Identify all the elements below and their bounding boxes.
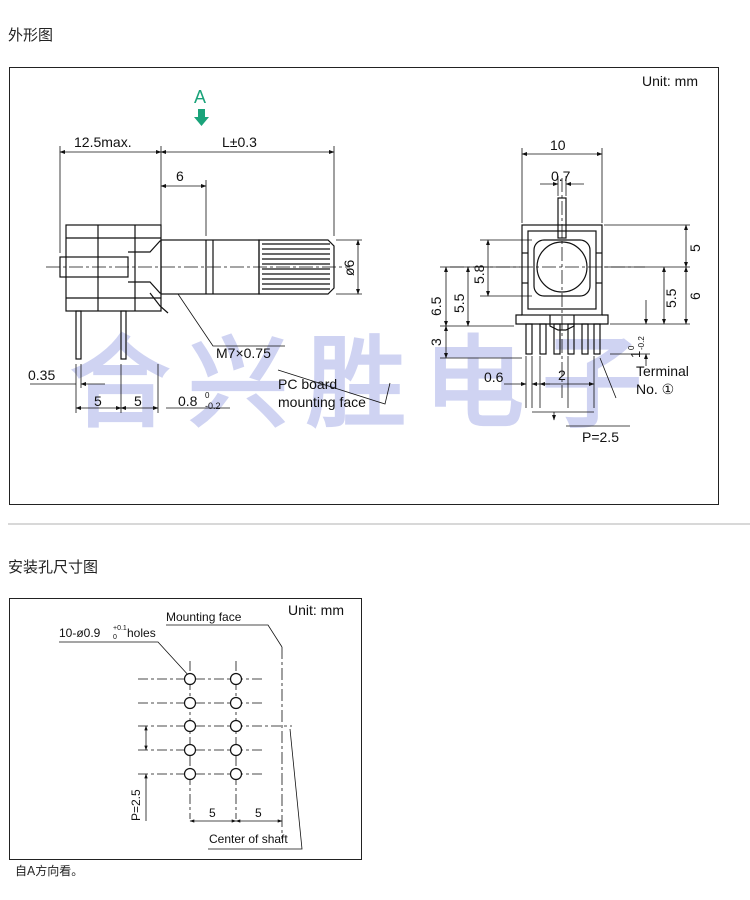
mounting-face-label: Mounting face bbox=[166, 610, 242, 624]
mounting-leaders bbox=[59, 624, 303, 850]
dim-2: 2 bbox=[558, 367, 566, 383]
terminal-label-line1: Terminal bbox=[636, 363, 689, 379]
dim-65: 6.5 bbox=[428, 296, 444, 316]
section-heading-outline: 外形图 bbox=[8, 26, 54, 44]
mounting-hole-drawing: Unit: mm Mounting face 10-ø0.9 +0.1 0 ho… bbox=[59, 602, 344, 850]
dim-six: 6 bbox=[176, 168, 184, 184]
mounting-pitch-label: P=2.5 bbox=[129, 789, 143, 821]
side-view bbox=[46, 224, 350, 360]
mounting-hole bbox=[183, 767, 197, 781]
mounting-hole bbox=[229, 743, 243, 757]
dim-shaft-length: L±0.3 bbox=[222, 134, 257, 150]
dim-5-right: 5 bbox=[687, 244, 703, 252]
mounting-hole bbox=[229, 672, 243, 686]
mounting-hole bbox=[183, 672, 197, 686]
pitch-label: P=2.5 bbox=[582, 429, 619, 445]
dim-body-length: 12.5max. bbox=[74, 134, 132, 150]
dim-pitch-b: 5 bbox=[134, 393, 142, 409]
dim-55-left: 5.5 bbox=[451, 293, 467, 313]
mounting-unit-label: Unit: mm bbox=[288, 602, 344, 618]
dim-shaft-dia: ø6 bbox=[341, 259, 357, 276]
center-of-shaft-label: Center of shaft bbox=[209, 832, 288, 846]
dim-6-right: 6 bbox=[687, 292, 703, 300]
outline-drawing: 合兴胜电子 Unit: mm A bbox=[28, 73, 703, 445]
dim-pitch-a: 5 bbox=[94, 393, 102, 409]
mounting-hole bbox=[229, 719, 243, 733]
dim-08-tol-upper: 0 bbox=[205, 391, 210, 400]
footnote: 自A方向看。 bbox=[15, 864, 84, 878]
dim-1: 1 bbox=[628, 351, 643, 358]
holes-tol-upper: +0.1 bbox=[113, 625, 127, 632]
front-view bbox=[450, 178, 645, 398]
holes-callout: 10-ø0.9 +0.1 0 holes bbox=[59, 625, 156, 641]
front-view-labels: 10 0.7 6.5 5.5 5.8 3 5 5.5 6 1 0 -0.2 0.… bbox=[428, 137, 703, 445]
unit-label: Unit: mm bbox=[642, 73, 698, 89]
outline-drawing-panel: 合兴胜电子 Unit: mm A bbox=[9, 67, 719, 505]
view-marker-label: A bbox=[194, 87, 206, 107]
dim-07: 0.7 bbox=[551, 168, 571, 184]
dim-035: 0.35 bbox=[28, 367, 55, 383]
mounting-hole bbox=[183, 719, 197, 733]
mounting-drawing-panel: Unit: mm Mounting face 10-ø0.9 +0.1 0 ho… bbox=[9, 598, 362, 860]
front-view-dimensions bbox=[440, 148, 690, 427]
dim-08: 0.8 bbox=[178, 393, 198, 409]
holes-suffix: holes bbox=[127, 626, 156, 640]
holes-prefix: 10-ø0.9 bbox=[59, 626, 101, 640]
pc-board-label-line2: mounting face bbox=[278, 394, 366, 410]
section-divider bbox=[8, 523, 750, 525]
dim-55-right: 5.5 bbox=[663, 288, 679, 308]
dim-08-tol-lower: -0.2 bbox=[205, 401, 221, 411]
mounting-hole bbox=[183, 743, 197, 757]
dim-1-tol-lower: -0.2 bbox=[637, 336, 646, 350]
dim-width: 10 bbox=[550, 137, 566, 153]
section-heading-mounting: 安装孔尺寸图 bbox=[8, 558, 99, 576]
mounting-hole bbox=[229, 767, 243, 781]
terminal-label-line2: No. ① bbox=[636, 381, 674, 397]
side-view-labels: 12.5max. L±0.3 6 ø6 M7×0.75 PC board mou… bbox=[28, 134, 366, 411]
dim-58: 5.8 bbox=[471, 264, 487, 284]
dim-06: 0.6 bbox=[484, 369, 504, 385]
holes-tol-lower: 0 bbox=[113, 634, 117, 641]
mounting-dim-b: 5 bbox=[255, 806, 262, 820]
dim-1-tol-upper: 0 bbox=[627, 345, 636, 350]
thread-label: M7×0.75 bbox=[216, 345, 271, 361]
side-view-dimensions bbox=[30, 146, 391, 413]
mounting-hole bbox=[229, 696, 243, 710]
pc-board-label-line1: PC board bbox=[278, 376, 337, 392]
mounting-hole bbox=[183, 696, 197, 710]
view-direction-arrow-icon bbox=[194, 109, 209, 126]
hole-grid bbox=[183, 672, 243, 781]
mounting-dim-a: 5 bbox=[209, 806, 216, 820]
dim-3: 3 bbox=[428, 338, 444, 346]
